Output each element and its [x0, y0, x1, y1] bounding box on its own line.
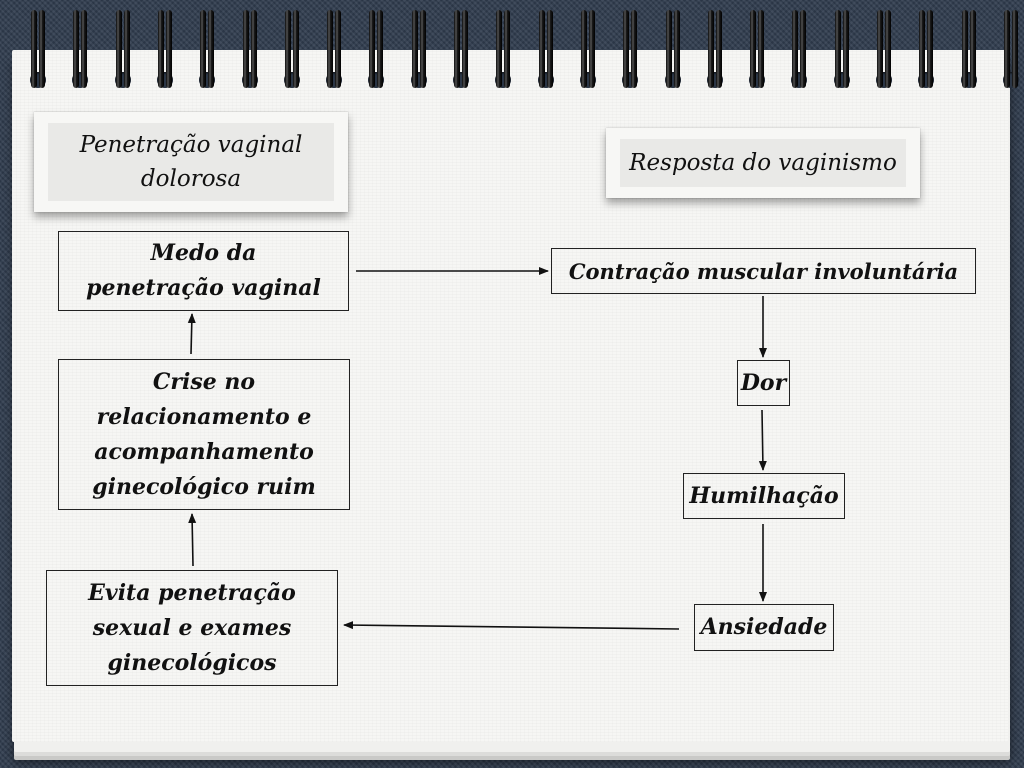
box-humiliation-text: Humilhação	[689, 482, 839, 509]
box-avoids-penetration-text: Evita penetração sexual e exames ginecol…	[88, 579, 296, 676]
box-relationship-crisis: Crise no relacionamento e acompanhamento…	[58, 359, 350, 510]
arrow-avoids-to-crisis	[188, 513, 197, 567]
box-anxiety-text: Ansiedade	[700, 614, 828, 640]
box-involuntary-contraction-text: Contração muscular involuntária	[568, 258, 959, 284]
arrow-anxiety-to-avoids	[343, 621, 680, 630]
box-anxiety: Ansiedade	[694, 604, 834, 651]
arrow-pain-to-humiliation	[758, 409, 767, 471]
box-involuntary-contraction: Contração muscular involuntária	[551, 248, 976, 294]
box-fear-penetration: Medo da penetração vaginal	[58, 231, 349, 311]
arrow-crisis-to-fear	[187, 313, 196, 355]
box-pain: Dor	[737, 360, 790, 406]
box-pain-text: Dor	[740, 369, 787, 396]
note-painful-penetration: Penetração vaginal dolorosa	[34, 112, 348, 212]
box-fear-penetration-text: Medo da penetração vaginal	[86, 240, 321, 301]
note-vaginismus-response: Resposta do vaginismo	[606, 128, 920, 198]
note-painful-penetration-text: Penetração vaginal dolorosa	[79, 132, 303, 192]
note-vaginismus-response-text: Resposta do vaginismo	[629, 150, 897, 176]
box-humiliation: Humilhação	[683, 473, 845, 519]
box-relationship-crisis-text: Crise no relacionamento e acompanhamento…	[92, 368, 316, 500]
box-avoids-penetration: Evita penetração sexual e exames ginecol…	[46, 570, 338, 686]
